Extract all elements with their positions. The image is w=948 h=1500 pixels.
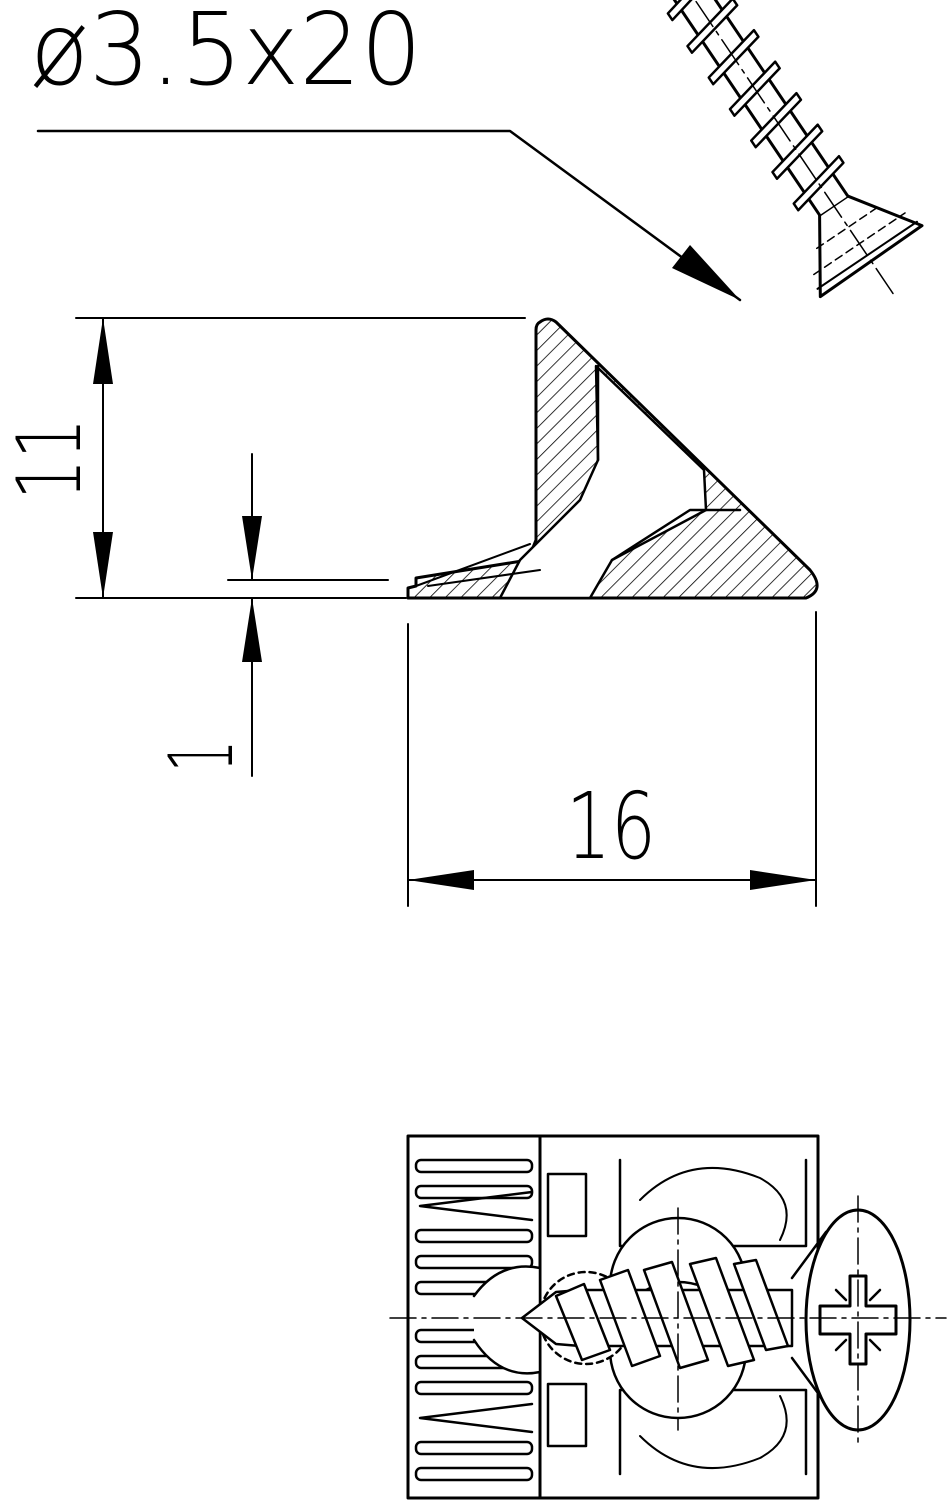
top-view: [389, 1134, 947, 1500]
pozidriv-cross-icon: [818, 1274, 898, 1366]
dimension-width: [407, 611, 817, 907]
top-view-centre-lines: [389, 1195, 947, 1447]
dimension-height: [75, 317, 526, 599]
offset-dim-label: 1: [150, 740, 253, 772]
screw-leader-line: [36, 129, 742, 302]
dimension-offset: [227, 453, 389, 777]
screw-top: [520, 1208, 912, 1432]
connector-body: [406, 317, 819, 600]
width-dim-label: 16: [566, 773, 656, 880]
height-dim-label: 11: [0, 418, 101, 500]
screw-side: [609, 0, 924, 299]
side-view: ø3.5x20: [0, 0, 924, 907]
screw-spec-label: ø3.5x20: [30, 0, 422, 108]
